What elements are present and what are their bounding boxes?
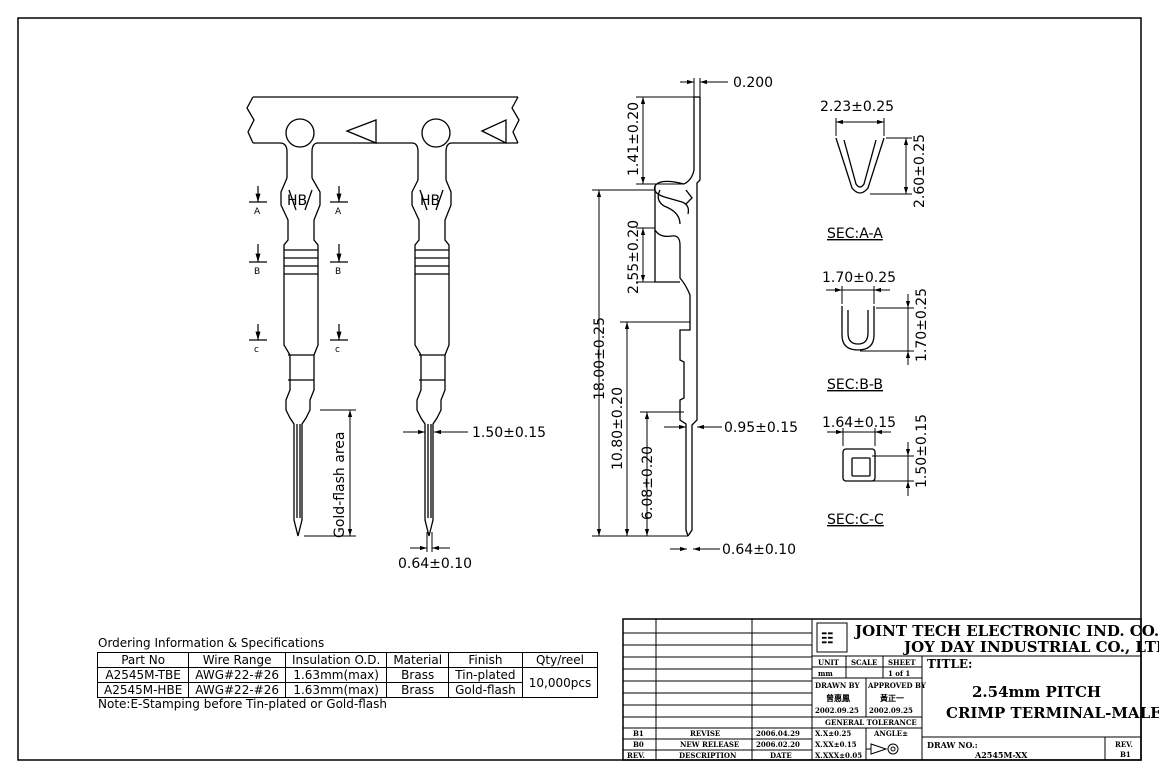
sec-c-height: 1.50±0.15 <box>914 414 930 488</box>
hb-marking-left: HB <box>287 193 307 209</box>
unit-label: UNIT <box>818 658 840 667</box>
rev-row-1-desc: REVISE <box>690 729 720 738</box>
rev-row-3-desc: DESCRIPTION <box>679 751 737 760</box>
thickness-label: 0.200 <box>733 75 773 91</box>
tolerance-label: GENERAL TOLERANCE <box>825 718 917 727</box>
rev-label: REV. <box>1115 740 1133 749</box>
section-b <box>826 286 914 365</box>
tolerance-2: X.XX±0.15 <box>815 740 857 749</box>
rev-row-3-date: DATE <box>770 751 792 760</box>
cell-insulation: 1.63mm(max) <box>284 682 388 698</box>
company-name-1: JOINT TECH ELECTRONIC IND. CO., LTD. <box>853 622 1159 640</box>
marker-b-left: B <box>254 267 260 277</box>
header-finish: Finish <box>448 652 523 668</box>
sheet-label: SHEET <box>888 658 916 667</box>
section-c <box>827 428 914 496</box>
table-row: A2545M-TBE AWG#22-#26 1.63mm(max) Brass … <box>96 667 599 698</box>
pin-length-label: 6.08±0.20 <box>640 446 656 520</box>
tolerance-1: X.X±0.25 <box>815 729 851 738</box>
rev-row-1-rev: B1 <box>633 729 644 738</box>
cell-wire-range: AWG#22-#26 <box>188 667 286 683</box>
company-logo-icon: ☷ <box>821 631 834 647</box>
crimp-length-label: 2.55±0.20 <box>626 220 642 294</box>
header-qty: Qty/reel <box>521 652 599 668</box>
marker-a-right: A <box>335 207 342 217</box>
cell-part-no: A2545M-HBE <box>96 682 190 698</box>
cell-insulation: 1.63mm(max) <box>284 667 388 683</box>
sheet-value: 1 of 1 <box>888 669 910 678</box>
sec-c-label: SEC:C-C <box>827 512 884 528</box>
tolerance-3: X.XXX±0.05 <box>815 751 862 760</box>
scale-label: SCALE <box>851 658 877 667</box>
pin-width-front-label: 1.50±0.15 <box>472 425 546 441</box>
sec-a-width: 2.23±0.25 <box>820 99 894 115</box>
ordering-table: Part No Wire Range Insulation O.D. Mater… <box>96 652 599 698</box>
cell-material: Brass <box>386 682 450 698</box>
table-header-row: Part No Wire Range Insulation O.D. Mater… <box>96 652 599 668</box>
sec-a-height: 2.60±0.25 <box>912 134 928 208</box>
pin-thickness-label: 0.95±0.15 <box>724 420 798 436</box>
approved-by-label: APPROVED BY <box>867 681 927 690</box>
rev-row-1-date: 2006.04.29 <box>756 729 800 738</box>
title-block <box>622 618 1142 761</box>
sec-a-label: SEC:A-A <box>827 226 883 242</box>
header-wire-range: Wire Range <box>188 652 286 668</box>
cell-finish: Gold-flash <box>448 682 523 698</box>
cell-qty: 10,000pcs <box>521 667 599 698</box>
pin-tip-front-dimension <box>410 532 450 552</box>
pin-tip-side-label: 0.64±0.10 <box>722 542 796 558</box>
pin-tip-front-label: 0.64±0.10 <box>398 556 472 572</box>
approved-date: 2002.09.25 <box>869 706 913 715</box>
sec-b-height: 1.70±0.25 <box>914 288 930 362</box>
rev-row-2-rev: B0 <box>633 740 644 749</box>
marker-c-left: c <box>254 345 259 355</box>
header-part-no: Part No <box>96 652 190 668</box>
drawn-by-name: 曾惠鳳 <box>826 693 850 703</box>
company-name-2: JOY DAY INDUSTRIAL CO., LTD. <box>902 638 1159 656</box>
hb-marking-right: HB <box>420 193 440 209</box>
marker-a-left: A <box>254 207 261 217</box>
top-length-label: 1.41±0.20 <box>626 102 642 176</box>
approved-by-name: 黃正一 <box>880 693 904 703</box>
side-dimensions <box>592 78 728 552</box>
marker-b-right: B <box>335 267 341 277</box>
sec-b-width: 1.70±0.25 <box>822 270 896 286</box>
ordering-title: Ordering Information & Specifications <box>98 636 325 650</box>
title-label: TITLE: <box>927 657 973 671</box>
cell-finish: Tin-plated <box>448 667 523 683</box>
sec-c-width: 1.64±0.15 <box>822 415 896 431</box>
rev-row-2-desc: NEW RELEASE <box>680 740 739 749</box>
rev-row-2-date: 2006.02.20 <box>756 740 800 749</box>
title-line-1: 2.54mm PITCH <box>972 683 1101 701</box>
sheet-border <box>17 17 1142 761</box>
unit-value: mm <box>818 669 833 678</box>
draw-no-label: DRAW NO.: <box>927 740 978 750</box>
title-line-2: CRIMP TERMINAL-MALE <box>946 704 1159 722</box>
section-a <box>835 118 912 195</box>
table-row: A2545M-HBE AWG#22-#26 1.63mm(max) Brass … <box>96 682 598 698</box>
cell-material: Brass <box>386 667 450 683</box>
gold-flash-area-label: Gold-flash area <box>332 432 348 538</box>
ordering-note: Note:E-Stamping before Tin-plated or Gol… <box>98 697 387 711</box>
side-view <box>653 96 701 537</box>
header-insulation: Insulation O.D. <box>284 652 388 668</box>
drawn-by-label: DRAWN BY <box>815 681 860 690</box>
mid-length-label: 10.80±0.20 <box>610 387 626 470</box>
overall-length-label: 18.00±0.25 <box>592 317 608 400</box>
angle-label: ANGLE± <box>873 729 908 738</box>
rev-row-3-rev: REV. <box>627 751 645 760</box>
header-material: Material <box>386 652 450 668</box>
cell-wire-range: AWG#22-#26 <box>188 682 286 698</box>
sec-b-label: SEC:B-B <box>827 377 883 393</box>
rev-value: B1 <box>1120 750 1131 759</box>
drawn-date: 2002.09.25 <box>815 706 859 715</box>
cell-part-no: A2545M-TBE <box>96 667 190 683</box>
gold-flash-dimension <box>304 409 356 537</box>
section-cut-markers <box>249 186 348 341</box>
front-view <box>246 96 520 537</box>
draw-no-value: A2545M-XX <box>974 750 1028 760</box>
marker-c-right: c <box>335 345 340 355</box>
